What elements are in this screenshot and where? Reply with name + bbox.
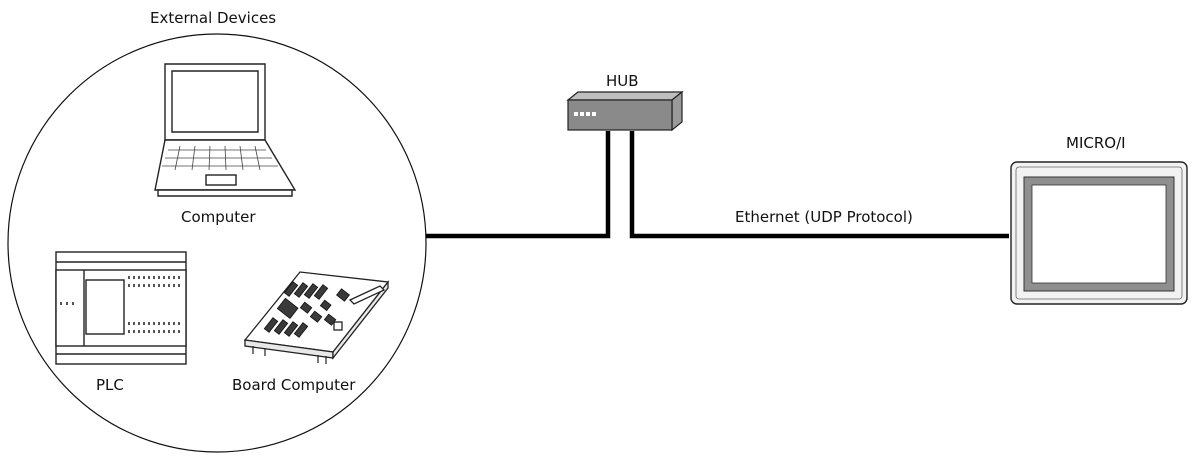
board-computer-icon xyxy=(243,271,390,364)
laptop-icon xyxy=(154,63,297,197)
plc-label: PLC xyxy=(96,376,124,394)
computer-label: Computer xyxy=(181,208,256,226)
link-hub-to-micro-i xyxy=(629,131,1009,239)
micro-i-display-icon xyxy=(1010,161,1188,305)
ethernet-link-label: Ethernet (UDP Protocol) xyxy=(735,208,913,226)
board-computer-label: Board Computer xyxy=(232,376,356,394)
hub-icon xyxy=(566,90,684,132)
micro-i-label: MICRO/I xyxy=(1066,134,1126,152)
plc-icon xyxy=(55,251,187,365)
ethernet-links xyxy=(426,131,1009,239)
hub-label: HUB xyxy=(606,72,639,90)
external-devices-label: External Devices xyxy=(150,9,277,27)
link-devices-to-hub xyxy=(426,131,611,239)
